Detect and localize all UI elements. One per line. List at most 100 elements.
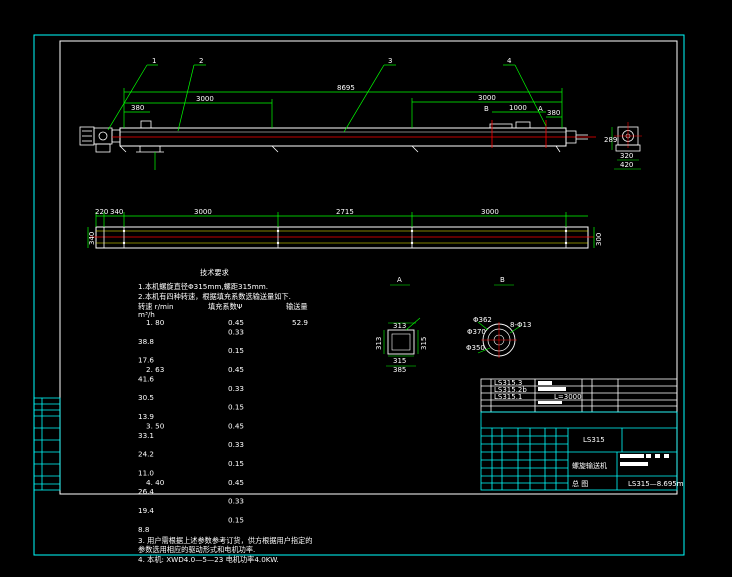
note-row-fill: 0.15 bbox=[228, 403, 244, 412]
outer-frame bbox=[33, 34, 685, 556]
detail-label-b: B bbox=[500, 276, 505, 284]
supports bbox=[119, 145, 561, 153]
note-row-fill: 0.33 bbox=[228, 327, 244, 336]
technical-notes: 技术要求 1.本机螺旋直径Φ315mm,螺距315mm. 2.本机有四种转速，根… bbox=[138, 268, 312, 564]
callout-3: 3 bbox=[388, 57, 392, 65]
note-row-capacity: 33.1 bbox=[138, 431, 154, 440]
plan-dim-right-height: 300 bbox=[595, 233, 603, 246]
detail-view-b: B Φ362 Φ370 Φ350 8-Φ13 bbox=[466, 276, 531, 358]
col-speed: 转速 r/min bbox=[138, 302, 174, 311]
note-row-capacity: 41.6 bbox=[138, 374, 154, 383]
note-row-capacity: 13.9 bbox=[138, 412, 154, 421]
flange-dim-d2: Φ370 bbox=[467, 328, 486, 336]
plan-joint-dots bbox=[122, 229, 568, 245]
dim-left-offset: 380 bbox=[131, 104, 144, 112]
title-block: LS315 螺旋输送机 总 图 LS315—8.695m bbox=[480, 411, 684, 491]
note-4: 4. 本机: XWD4.0—5—23 电机功率4.0KW. bbox=[138, 555, 279, 564]
part-row-3-note: L=3000 bbox=[554, 393, 582, 401]
end-view: 289 320 420 bbox=[604, 122, 642, 170]
flange-dim-holes: 8-Φ13 bbox=[510, 321, 531, 329]
dim-right-inner: 1000 bbox=[509, 104, 527, 112]
part-row-3: LS315.1 bbox=[494, 393, 522, 401]
note-row-fill: 0.45 bbox=[228, 421, 244, 430]
note-3b: 参数选用相应的驱动形式和电机功率. bbox=[138, 545, 255, 554]
note-row-speed: 3. 50 bbox=[146, 421, 165, 430]
plan-view: 220 340 3000 2715 3000 340 300 bbox=[87, 208, 603, 249]
plan-dim-section3: 3000 bbox=[481, 208, 499, 216]
note-row-capacity: 8.8 bbox=[138, 525, 150, 534]
callout-4: 4 bbox=[507, 57, 512, 65]
callout-leaders bbox=[107, 64, 547, 133]
end-dim-height: 289 bbox=[604, 136, 617, 144]
note-row-capacity: 26.4 bbox=[138, 487, 154, 496]
inlet bbox=[140, 120, 152, 129]
outlet-a bbox=[515, 121, 531, 129]
note-row-fill: 0.15 bbox=[228, 346, 244, 355]
title-total: 总 图 bbox=[572, 479, 588, 488]
parts-list: LS315.3 LS315.2b LS315.1 L=3000 bbox=[480, 378, 678, 413]
note-row-speed: 4. 40 bbox=[146, 478, 165, 487]
section-label-b: B bbox=[484, 105, 489, 113]
note-row-capacity: 17.6 bbox=[138, 356, 154, 365]
col-capacity: 输送量 bbox=[286, 302, 308, 311]
note-row-capacity: 38.8 bbox=[138, 337, 154, 346]
flange-dim-d1: Φ362 bbox=[473, 316, 492, 324]
square-dim-outer: 385 bbox=[393, 366, 406, 374]
square-dim-left: 313 bbox=[375, 337, 383, 350]
plan-dimensions bbox=[87, 212, 595, 248]
part-row-2: LS315.2b bbox=[494, 386, 527, 394]
note-1: 1.本机螺旋直径Φ315mm,螺距315mm. bbox=[138, 282, 268, 291]
callout-1: 1 bbox=[152, 57, 156, 65]
note-row-fill: 0.15 bbox=[228, 459, 244, 468]
plan-dim-section2: 2715 bbox=[336, 208, 354, 216]
section-label-a: A bbox=[538, 105, 543, 113]
note-row-fill: 0.45 bbox=[228, 365, 244, 374]
note-row-fill: 0.33 bbox=[228, 497, 244, 506]
note-row-capacity: 30.5 bbox=[138, 393, 154, 402]
part-row-1: LS315.3 bbox=[494, 379, 522, 387]
note-row-fill: 0.33 bbox=[228, 384, 244, 393]
plan-joints bbox=[103, 227, 567, 248]
square-flange bbox=[387, 329, 415, 355]
tail-bearing bbox=[565, 130, 577, 144]
detail-label-a: A bbox=[397, 276, 402, 284]
plan-dim-section1: 3000 bbox=[194, 208, 212, 216]
square-dim-inner: 315 bbox=[393, 357, 406, 365]
title-model: LS315—8.695m bbox=[628, 480, 684, 488]
flange-dim-d3: Φ350 bbox=[466, 344, 485, 352]
elevation-dimensions bbox=[123, 88, 563, 170]
dim-right-section: 3000 bbox=[478, 94, 496, 102]
note-3a: 3. 用户需根据上述参数参考订货，供方根据用户指定的 bbox=[138, 536, 312, 545]
note-row-speed: 2. 63 bbox=[146, 365, 164, 374]
note-row-fill: 0.15 bbox=[228, 515, 244, 524]
end-dim-inner: 320 bbox=[620, 152, 633, 160]
note-row-capacity: 19.4 bbox=[138, 506, 154, 515]
plan-dim-left2: 340 bbox=[110, 208, 123, 216]
dim-right-offset: 380 bbox=[547, 109, 560, 117]
plan-dim-left1: 220 bbox=[95, 208, 108, 216]
note-2: 2.本机有四种转速，根据填充系数选输送量如下. bbox=[138, 292, 291, 301]
title-drawing-no: LS315 bbox=[583, 436, 605, 444]
drive-motor bbox=[79, 126, 121, 153]
square-dim-top: 313 bbox=[393, 322, 406, 330]
col-unit: m³/h bbox=[138, 310, 155, 319]
square-dim-side: 315 bbox=[420, 337, 428, 350]
plan-outer bbox=[95, 226, 589, 249]
dim-total: 8695 bbox=[337, 84, 355, 92]
end-dim-outer: 420 bbox=[620, 161, 633, 169]
inner-frame bbox=[59, 40, 678, 495]
dim-left-section: 3000 bbox=[196, 95, 214, 103]
note-row-capacity: 24.2 bbox=[138, 450, 154, 459]
note-row-fill: 0.33 bbox=[228, 440, 244, 449]
note-row-fill: 0.45 bbox=[228, 318, 244, 327]
note-row-fill: 0.45 bbox=[228, 478, 244, 487]
note-row-capacity: 11.0 bbox=[138, 468, 154, 477]
outlet-b bbox=[489, 123, 513, 129]
plan-dim-left-height: 340 bbox=[88, 232, 96, 245]
title-name: 螺旋输送机 bbox=[572, 461, 607, 470]
col-fill: 填充系数Ψ bbox=[208, 302, 243, 311]
detail-view-a: A 313 315 313 315 385 bbox=[375, 276, 428, 374]
note-row-speed: 1. 80 bbox=[146, 318, 165, 327]
